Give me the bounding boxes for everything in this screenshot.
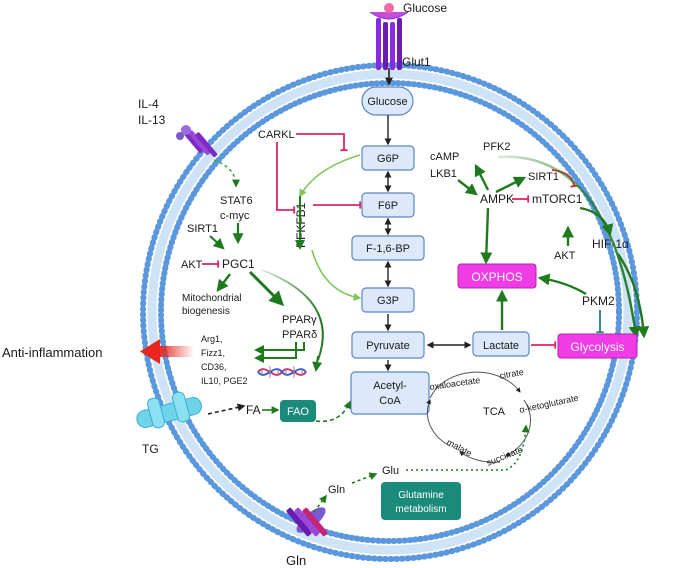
il4-label: IL-4 — [138, 97, 159, 111]
f6p-node-label: F6P — [378, 200, 398, 212]
pfk2-label: PFK2 — [483, 141, 511, 153]
fao-label: FAO — [287, 406, 309, 418]
pyruvate-node — [351, 331, 425, 359]
mito-label-1: Mitochondrial — [182, 293, 241, 304]
dna-helix-icon — [257, 366, 307, 378]
acetyl-coa-label-2: CoA — [379, 395, 401, 407]
sirt1-right-label: SIRT1 — [528, 171, 559, 183]
oxphos-label: OXPHOS — [471, 270, 522, 284]
ampk-label: AMPK — [480, 192, 514, 206]
g6p-node-label: G6P — [377, 153, 399, 165]
oxphos-box — [457, 263, 537, 289]
anti-inflammation-arrow — [158, 346, 194, 357]
gln-transporter-icon — [286, 507, 328, 537]
il13-label: IL-13 — [138, 113, 166, 127]
glutamine-label-1: Glutamine — [398, 490, 444, 501]
succinate-label: succinate — [485, 444, 524, 468]
tca-label: TCA — [483, 406, 506, 418]
ppar-gamma-label: PPARγ — [282, 314, 317, 326]
pyruvate-node-label: Pyruvate — [366, 340, 409, 352]
glucose-top-label: Glucose — [403, 1, 447, 15]
g3p-node-label: G3P — [377, 295, 399, 307]
akg-label: α-ketoglutarate — [518, 393, 579, 415]
lactate-label: Lactate — [483, 340, 519, 352]
anti-inflammation-label: Anti-inflammation — [2, 345, 102, 360]
carkl-label: CARKL — [258, 129, 295, 141]
lactate-node — [472, 331, 530, 357]
g3p-node — [361, 287, 415, 313]
lkb1-label: LKB1 — [430, 168, 457, 180]
acetyl-coa-node — [350, 371, 430, 415]
akt-left-label: AKT — [181, 259, 203, 271]
f6p-node — [361, 192, 415, 218]
pgc1-label: PGC1 — [222, 257, 255, 271]
cmyc-label: c-myc — [220, 210, 250, 222]
tg-transporter-icon — [136, 391, 202, 429]
glutamine-label-2: metabolism — [395, 504, 446, 515]
gene-il10-pge2: IL10, PGE2 — [201, 376, 248, 386]
f16bp-node-label: F-1,6-BP — [366, 243, 410, 255]
pkm2-label: PKM2 — [582, 294, 615, 308]
acetyl-coa-label-1: Acetyl- — [373, 380, 407, 392]
gln-inner-label: Gln — [328, 484, 345, 496]
glutamine-metabolism-box — [381, 482, 461, 520]
glut1-label: Glut1 — [402, 55, 431, 69]
glucose-node-label: Glucose — [367, 96, 407, 108]
gln-bottom-label: Gln — [286, 553, 306, 568]
glycolysis-box — [557, 333, 638, 359]
g6p-node — [361, 145, 415, 171]
glu-label: Glu — [382, 465, 399, 477]
mito-label-2: biogenesis — [182, 306, 230, 317]
camp-label: cAMP — [430, 151, 459, 163]
il4-receptor-icon — [176, 125, 218, 157]
oxaloacetate-label: oxaloacetate — [429, 375, 481, 392]
gene-fizz1: Fizz1, — [201, 348, 225, 358]
citrate-label: citrate — [499, 367, 525, 381]
gene-arg1: Arg1, — [201, 334, 223, 344]
sirt1-left-label: SIRT1 — [187, 223, 218, 235]
f16bp-node — [351, 235, 425, 261]
gene-cd36: CD36, — [201, 362, 227, 372]
mtorc1-label: mTORC1 — [532, 192, 583, 206]
glycolysis-label: Glycolysis — [570, 340, 624, 354]
fao-box — [280, 400, 316, 422]
fa-label: FA — [246, 403, 261, 417]
hif-label: HIF-1α — [592, 237, 629, 251]
malate-label: malate — [445, 437, 474, 459]
glucose-transporter-icon — [369, 3, 409, 70]
stat6-label: STAT6 — [220, 195, 253, 207]
akt-right-label: AKT — [554, 250, 576, 262]
tg-label: TG — [142, 442, 159, 456]
ppar-delta-label: PPARδ — [282, 329, 317, 341]
